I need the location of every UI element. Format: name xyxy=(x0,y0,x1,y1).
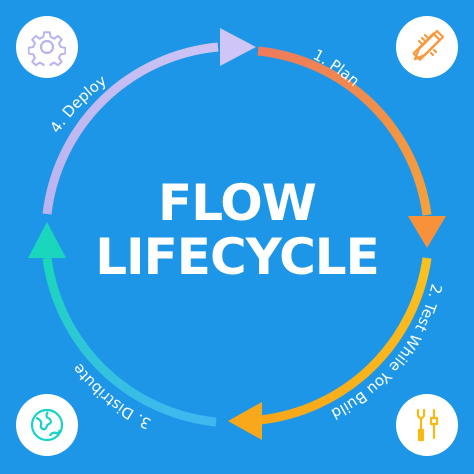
plan-arrowhead xyxy=(408,216,446,248)
gear-icon xyxy=(28,31,66,66)
title-line-2: LIFECYCLE xyxy=(95,228,380,286)
test-arc xyxy=(259,257,432,425)
title-line-1: FLOW xyxy=(158,174,317,232)
deploy-icon-badge xyxy=(16,16,78,78)
globe-icon xyxy=(30,408,64,442)
distribute-arc xyxy=(42,257,217,427)
plan-arc xyxy=(257,46,432,216)
distribute-icon-badge xyxy=(16,394,78,456)
plan-icon-badge xyxy=(396,16,458,78)
test-icon-badge xyxy=(396,394,458,456)
pencil-ruler-icon xyxy=(412,29,445,61)
deploy-arc xyxy=(42,42,219,215)
deploy-arrowhead xyxy=(220,28,256,66)
wrench-screwdriver-icon xyxy=(416,408,439,442)
distribute-arrowhead xyxy=(28,222,66,258)
test-arrowhead xyxy=(228,402,262,440)
